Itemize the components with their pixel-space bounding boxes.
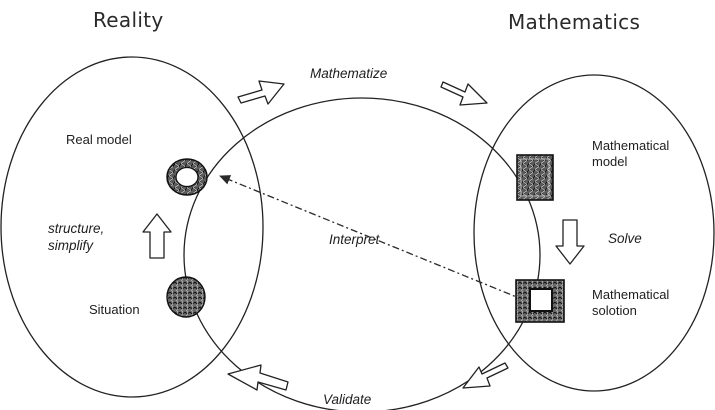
reality-title: Reality	[93, 8, 164, 32]
solve-down-arrow	[555, 219, 585, 265]
validate-arrow-left	[227, 364, 289, 391]
reality-ellipse	[0, 56, 264, 398]
structure-simplify-label: structure, simplify	[48, 221, 105, 253]
mathematics-ellipse	[473, 74, 715, 392]
mathematical-model-icon	[516, 154, 554, 201]
interpret-dashed-arrow	[219, 175, 525, 301]
mathematical-solution-icon	[515, 279, 565, 323]
real-model-label: Real model	[66, 132, 132, 147]
structure-up-arrow	[142, 213, 172, 259]
mathematics-title: Mathematics	[508, 10, 641, 34]
mathematize-arrow-left	[237, 80, 285, 105]
interpret-label: Interpret	[329, 232, 380, 247]
mathematize-label: Mathematize	[310, 66, 388, 81]
situation-label: Situation	[89, 302, 140, 317]
mathematical-solution-label: Mathematical solotion	[592, 287, 670, 319]
mathematize-arrow-right	[440, 81, 488, 106]
validate-label: Validate	[323, 392, 372, 407]
cycle-ellipse	[183, 97, 541, 410]
validate-arrow-right	[462, 362, 509, 389]
real-model-icon	[166, 158, 208, 196]
solve-label: Solve	[608, 231, 642, 246]
mathematical-model-label: Mathematical model	[592, 138, 670, 170]
situation-icon	[166, 276, 206, 318]
